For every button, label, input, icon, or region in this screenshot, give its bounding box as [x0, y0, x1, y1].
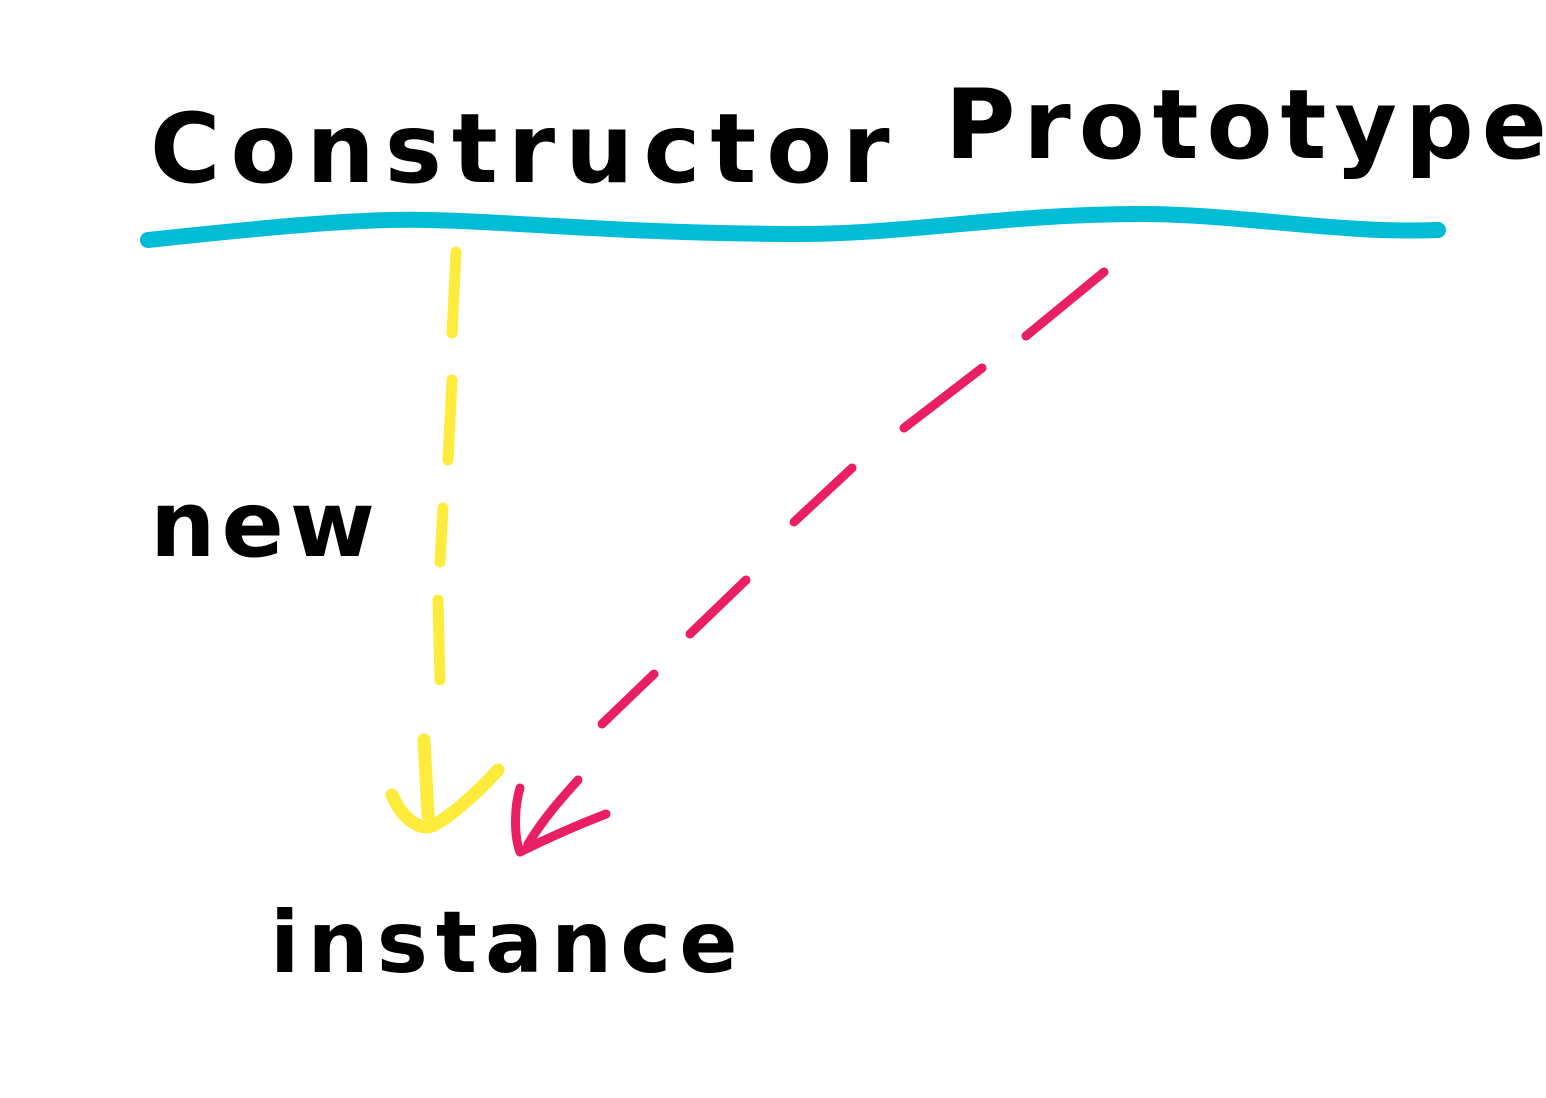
instance-label: instance [270, 893, 746, 993]
constructor-to-instance-arrow [385, 246, 505, 834]
divider-line [140, 206, 1446, 248]
prototype-label: Prototype [945, 69, 1546, 181]
new-label: new [150, 471, 381, 578]
constructor-label: Constructor [150, 93, 900, 205]
yellow-arrowhead [385, 763, 505, 834]
pink-arrowhead [511, 775, 611, 857]
prototype-to-instance-arrow [511, 267, 1109, 857]
